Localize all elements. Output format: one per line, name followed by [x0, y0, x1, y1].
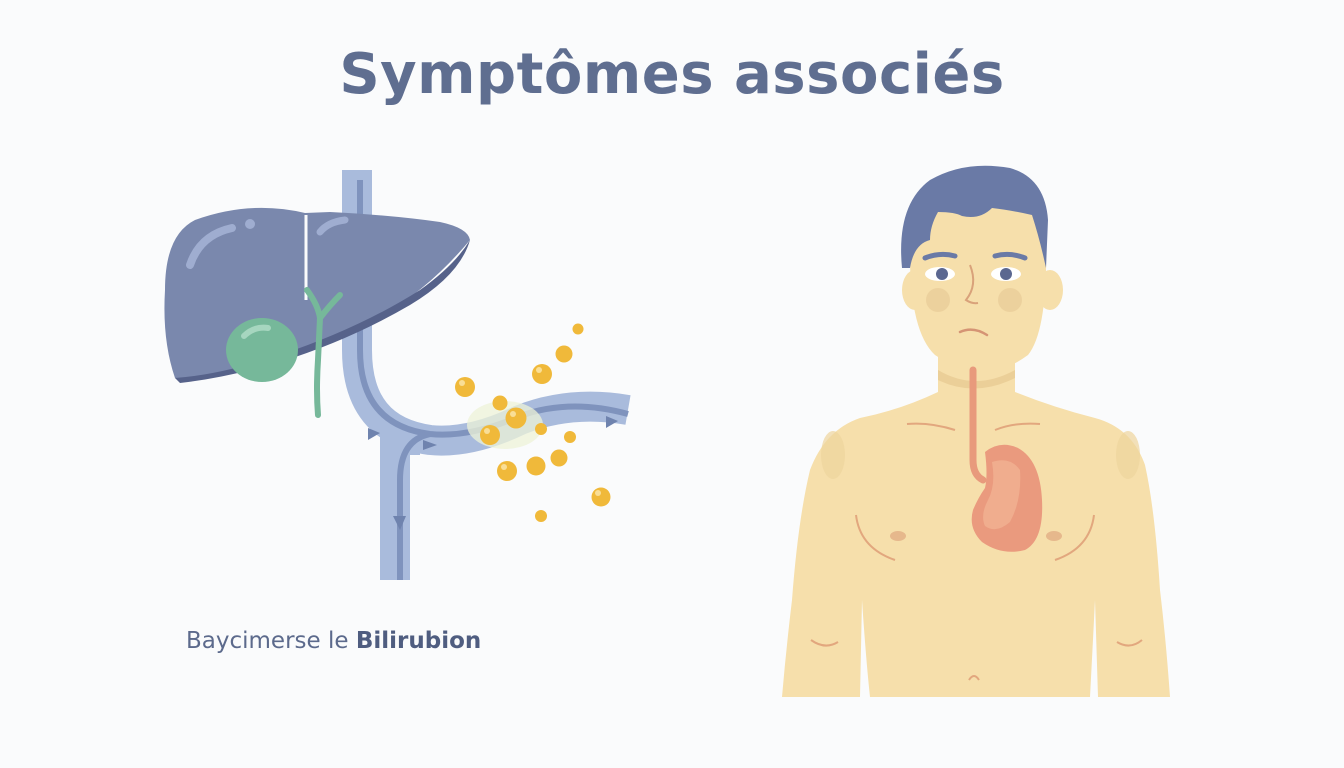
- hair: [901, 165, 1048, 268]
- cystic-duct: [304, 287, 343, 418]
- person-figure: [782, 165, 1170, 697]
- flow-arrow-icon: [368, 428, 380, 440]
- flow-arrow-icon: [423, 440, 437, 450]
- esophagus: [969, 366, 987, 484]
- stomach: [971, 444, 1043, 552]
- bile-duct: [342, 170, 631, 580]
- flow-arrow-icon: [606, 416, 618, 428]
- caption-emphasis: Bilirubion: [355, 628, 482, 654]
- illustration-caption: Baycimerse le Bilirubion: [186, 628, 481, 654]
- page-title: Symptômes associés: [339, 42, 1005, 107]
- caption-prefix: Baycimerse le: [186, 628, 356, 654]
- head: [901, 165, 1063, 372]
- bile-duct-diagram: [164, 170, 631, 580]
- flow-arrow-icon: [393, 516, 406, 530]
- torso: [782, 375, 1170, 697]
- gallbladder: [226, 318, 298, 382]
